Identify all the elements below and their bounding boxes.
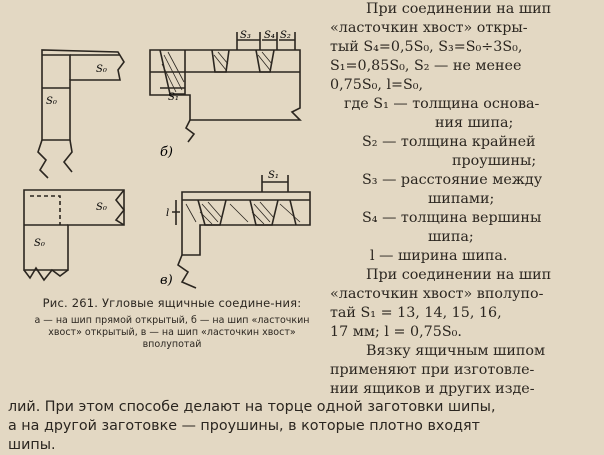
fig-a-s0-side-label: S₀ — [46, 96, 57, 107]
text-line: «ласточкин хвост» вполупо- — [330, 286, 544, 302]
text-line: где S₁ — толщина основа- — [344, 96, 540, 112]
text-line: проушины; — [452, 153, 537, 169]
fig-c-s1-label: S₁ — [268, 170, 279, 181]
text-line: Вязку ящичным шипом — [366, 343, 546, 359]
text-line: l — ширина шипа. — [370, 248, 508, 264]
fig-c-s0-top-label: S₀ — [96, 202, 107, 213]
fig-b-boards — [149, 49, 302, 121]
fig-b-s4-label: S₄ — [264, 30, 275, 41]
text-line: тай S₁ = 13, 14, 15, 16, — [330, 305, 502, 321]
caption-legend: а — на шип прямой открытый, б — на шип «… — [34, 315, 310, 350]
text-line: S₂ — толщина крайней — [362, 134, 536, 150]
fig-b-s2-label: S₂ — [280, 30, 291, 41]
text-line: При соединении на шип — [366, 267, 552, 283]
fig-c-s0-side-label: S₀ — [34, 238, 45, 249]
figure-caption: Рис. 261. Угловые ящичные соедине-ния: а… — [22, 296, 322, 351]
fig-c-l-label: l — [166, 208, 169, 219]
right-column-text: При соединении на шип «ласточкин хвост» … — [330, 0, 600, 399]
fig-b-caption-letter: б) — [160, 145, 173, 160]
text-line: тый S₄=0,5S₀, S₃=S₀÷3S₀, — [330, 39, 523, 55]
text-line: 0,75S₀, l=S₀, — [330, 77, 424, 93]
text-line: S₁=0,85S₀, S₂ — не менее — [330, 58, 522, 74]
text-line: шипа; — [428, 229, 474, 245]
text-line: применяют при изготовле- — [330, 362, 535, 378]
text-line: лий. При этом способе делают на торце од… — [8, 399, 496, 415]
text-line: S₃ — расстояние между — [362, 172, 543, 188]
text-line: S₄ — толщина вершины — [362, 210, 542, 226]
text-line: 17 мм; l = 0,75S₀. — [330, 324, 462, 340]
text-line: «ласточкин хвост» откры- — [330, 20, 528, 36]
fig-b-s1-label: S₁ — [168, 92, 179, 103]
caption-title: Рис. 261. Угловые ящичные соедине-ния: — [42, 296, 302, 310]
text-line: ния шипа; — [435, 115, 514, 131]
text-line: а на другой заготовке — проушины, в кото… — [8, 418, 480, 434]
fig-b-s3-label: S₃ — [240, 30, 251, 41]
bottom-text: лий. При этом способе делают на торце од… — [8, 398, 600, 455]
text-line: шипами; — [428, 191, 495, 207]
fig-a-top-boards — [41, 49, 125, 141]
fig-a-s0-top-label: S₀ — [96, 64, 107, 75]
text-line: нии ящиков и других изде- — [330, 381, 535, 397]
text-line: При соединении на шип — [366, 1, 552, 17]
fig-c-left-boards — [23, 189, 125, 271]
figure-joints: S₀ S₀ S₃ S₄ S₂ S₁ б) S₀ S₀ S₁ l в) — [23, 30, 311, 289]
fig-c-caption-letter: в) — [160, 273, 173, 288]
text-line: шипы. — [8, 437, 56, 453]
